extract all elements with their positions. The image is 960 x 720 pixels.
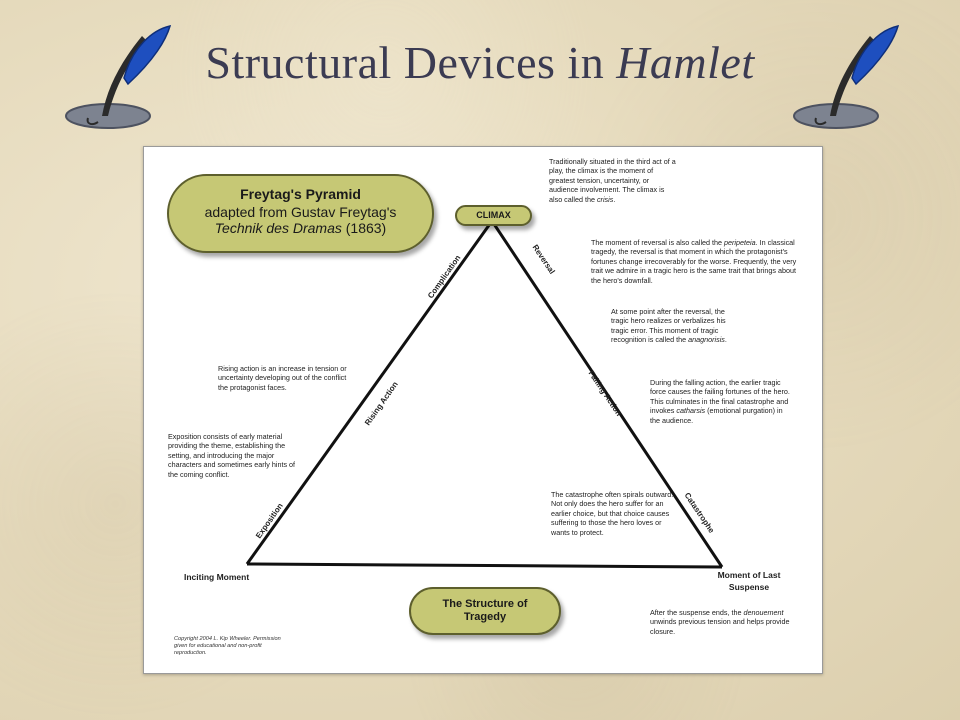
slide-title-text: Structural Devices in [205, 37, 617, 88]
falling-action-note: During the falling action, the earlier t… [650, 378, 790, 425]
tragedy-structure-label: The Structure of Tragedy [442, 598, 528, 623]
reversal-note: The moment of reversal is also called th… [591, 238, 797, 285]
freytag-subheading: adapted from Gustav Freytag's [204, 204, 397, 220]
freytag-source-title: Technik des Dramas [214, 220, 342, 236]
slide-title: Structural Devices in Hamlet [0, 36, 960, 106]
tragedy-structure-box: The Structure of Tragedy [409, 587, 561, 635]
falling-side-line [490, 220, 724, 568]
climax-note: Traditionally situated in the third act … [549, 157, 676, 204]
slide-title-emphasis: Hamlet [616, 37, 755, 88]
freytag-source-year: (1863) [341, 220, 387, 236]
moment-last-suspense-label: Moment of Last Suspense [717, 570, 781, 592]
base-line [246, 562, 723, 569]
freytag-title-box: Freytag's Pyramid adapted from Gustav Fr… [167, 174, 434, 253]
copyright-note: Copyright 2004 L. Kip Wheeler. Permissio… [174, 636, 281, 656]
freytag-heading: Freytag's Pyramid [240, 186, 361, 202]
quill-pen-icon [793, 24, 900, 129]
exposition-note: Exposition consists of early material pr… [168, 432, 296, 479]
inciting-moment-label: Inciting Moment [184, 572, 250, 582]
rising-side-line [245, 220, 494, 565]
rising-action-note: Rising action is an increase in tension … [218, 364, 347, 392]
quill-pen-icon [65, 24, 172, 129]
freytag-source: Technik des Dramas (1863) [169, 220, 432, 236]
climax-box: CLIMAX [455, 205, 532, 226]
climax-label: CLIMAX [476, 210, 511, 220]
anagnorisis-note: At some point after the reversal, the tr… [611, 307, 727, 345]
catastrophe-note: The catastrophe often spirals outward. N… [551, 490, 674, 537]
freytag-pyramid-diagram: Freytag's Pyramid adapted from Gustav Fr… [143, 146, 823, 674]
denouement-note: After the suspense ends, the denouement … [650, 608, 790, 636]
pyramid-lines [245, 220, 724, 569]
